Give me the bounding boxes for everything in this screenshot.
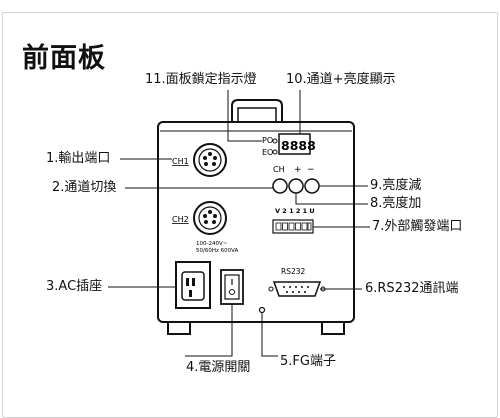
po-led — [272, 138, 278, 144]
panel-handle — [231, 99, 283, 128]
eo-led — [272, 149, 278, 155]
callout-9-brightness-down: 9.亮度減 — [370, 178, 422, 193]
display-digits: 8888 — [281, 138, 316, 153]
panel-handle-inner — [237, 107, 277, 128]
foot-right — [321, 322, 345, 335]
rs232-label: RS232 — [281, 267, 306, 276]
eo-label: EO — [262, 148, 273, 157]
callout-1-output-port: 1.輸出端口 — [46, 151, 111, 166]
brightness-up-button — [288, 178, 304, 194]
callout-11-panel-lock-led: 11.面板鎖定指示燈 — [145, 72, 257, 87]
channel-display — [278, 133, 311, 155]
foot-left — [167, 322, 191, 335]
callout-5-fg-terminal: 5.FG端子 — [280, 354, 336, 369]
ac-rating-text-2: 50/60Hz 600VA — [196, 248, 239, 254]
ch1-label: CH1 — [172, 157, 189, 166]
page-title: 前面板 — [22, 43, 106, 74]
ch-button-label: CH — [273, 165, 285, 174]
callout-10-channel-display: 10.通道+亮度顯示 — [286, 72, 396, 87]
brightness-down-button — [304, 178, 320, 194]
plus-button-label: + — [294, 165, 302, 175]
callout-8-brightness-up: 8.亮度加 — [370, 196, 422, 211]
ch-button — [272, 178, 288, 194]
rs232-port — [272, 281, 322, 297]
callout-3-ac-socket: 3.AC插座 — [46, 279, 103, 294]
ac-rating-text: 100-240V~ — [196, 241, 228, 247]
po-label: PO — [262, 136, 273, 145]
callout-7-trigger-port: 7.外部觸發端口 — [372, 219, 463, 234]
ch2-label: CH2 — [172, 215, 189, 224]
callout-4-power-switch: 4.電源開關 — [186, 360, 251, 375]
callout-6-rs232: 6.RS232通訊端 — [365, 281, 459, 296]
leader-lines — [108, 90, 370, 357]
minus-button-label: − — [307, 165, 315, 175]
trigger-pin-labels: V 2 1 2 1 U — [275, 207, 315, 215]
fg-terminal — [258, 306, 266, 314]
callout-2-channel-switch: 2.通道切換 — [52, 180, 117, 195]
